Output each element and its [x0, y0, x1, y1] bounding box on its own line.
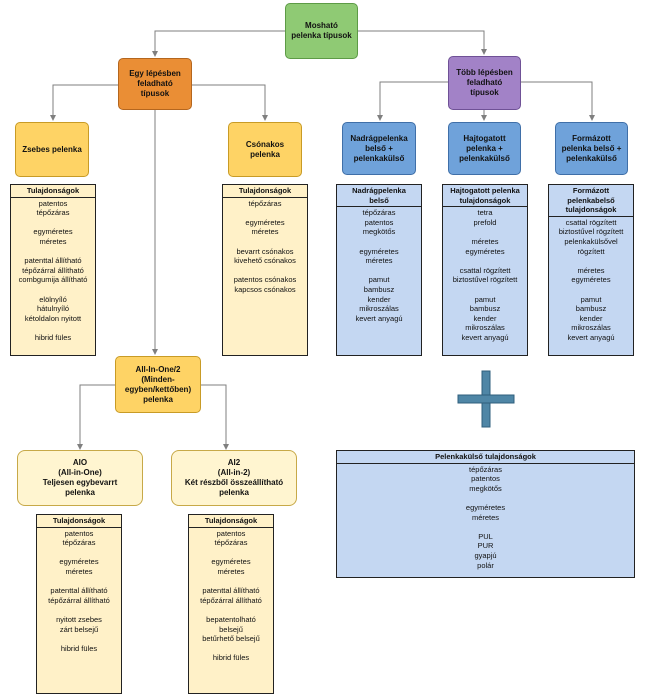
panel-body: patentos tépőzáras egyméretes méretes pa…	[200, 528, 262, 663]
tobb-lepesben-node: Több lépésben feladható típusok	[448, 56, 521, 110]
panel-body: patentos tépőzáras egyméretes méretes pa…	[18, 198, 88, 342]
panel-title: Hajtogatott pelenka tulajdonságok	[443, 185, 527, 208]
formazott-properties-panel: Formázott pelenkabelső tulajdonságok csa…	[548, 184, 634, 356]
panel-title: Tulajdonságok	[11, 185, 95, 198]
panel-body: csattal rögzített biztostűvel rögzített …	[558, 217, 624, 342]
pelenkakulso-properties-panel: Pelenkakülső tulajdonságok tépőzáras pat…	[336, 450, 635, 578]
hajtogatott-properties-panel: Hajtogatott pelenka tulajdonságok tetra …	[442, 184, 528, 356]
hajtogatott-node: Hajtogatott pelenka + pelenkakülső	[448, 122, 521, 175]
plus-icon	[457, 370, 515, 428]
csonakos-pelenka-node: Csónakos pelenka	[228, 122, 302, 177]
panel-body: tépőzáras patentos megkötős egyméretes m…	[465, 464, 506, 570]
egy-lepesben-node: Egy lépésben feladható típusok	[118, 58, 192, 110]
root-node: Mosható pelenka típusok	[285, 3, 358, 59]
aio-properties-panel: Tulajdonságok patentos tépőzáras egymére…	[36, 514, 122, 694]
panel-title: Tulajdonságok	[189, 515, 273, 528]
panel-title: Tulajdonságok	[37, 515, 121, 528]
panel-title: Formázott pelenkabelső tulajdonságok	[549, 185, 633, 217]
nadragpelenka-properties-panel: Nadrágpelenka belső tépőzáras patentos m…	[336, 184, 422, 356]
panel-body: tépőzáras patentos megkötős egyméretes m…	[355, 208, 403, 323]
panel-title: Nadrágpelenka belső	[337, 185, 421, 208]
panel-body: patentos tépőzáras egyméretes méretes pa…	[48, 528, 110, 653]
nadragpelenka-node: Nadrágpelenka belső + pelenkakülső	[342, 122, 416, 175]
panel-title: Pelenkakülső tulajdonságok	[337, 451, 634, 464]
ai2-properties-panel: Tulajdonságok patentos tépőzáras egymére…	[188, 514, 274, 694]
ai2-node: AI2 (All-in-2) Két részből összeállíthat…	[171, 450, 297, 506]
all-in-one-2-node: All-In-One/2 (Minden- egyben/kettőben) p…	[115, 356, 201, 413]
zsebes-properties-panel: Tulajdonságok patentos tépőzáras egymére…	[10, 184, 96, 356]
panel-body: tépőzáras egyméretes méretes bevarrt csó…	[233, 198, 297, 294]
csonakos-properties-panel: Tulajdonságok tépőzáras egyméretes méret…	[222, 184, 308, 356]
panel-title: Tulajdonságok	[223, 185, 307, 198]
panel-body: tetra prefold méretes egyméretes csattal…	[452, 208, 518, 342]
zsebes-pelenka-node: Zsebes pelenka	[15, 122, 89, 177]
formazott-node: Formázott pelenka belső + pelenkakülső	[555, 122, 628, 175]
aio-node: AIO (All-in-One) Teljesen egybevarrt pel…	[17, 450, 143, 506]
